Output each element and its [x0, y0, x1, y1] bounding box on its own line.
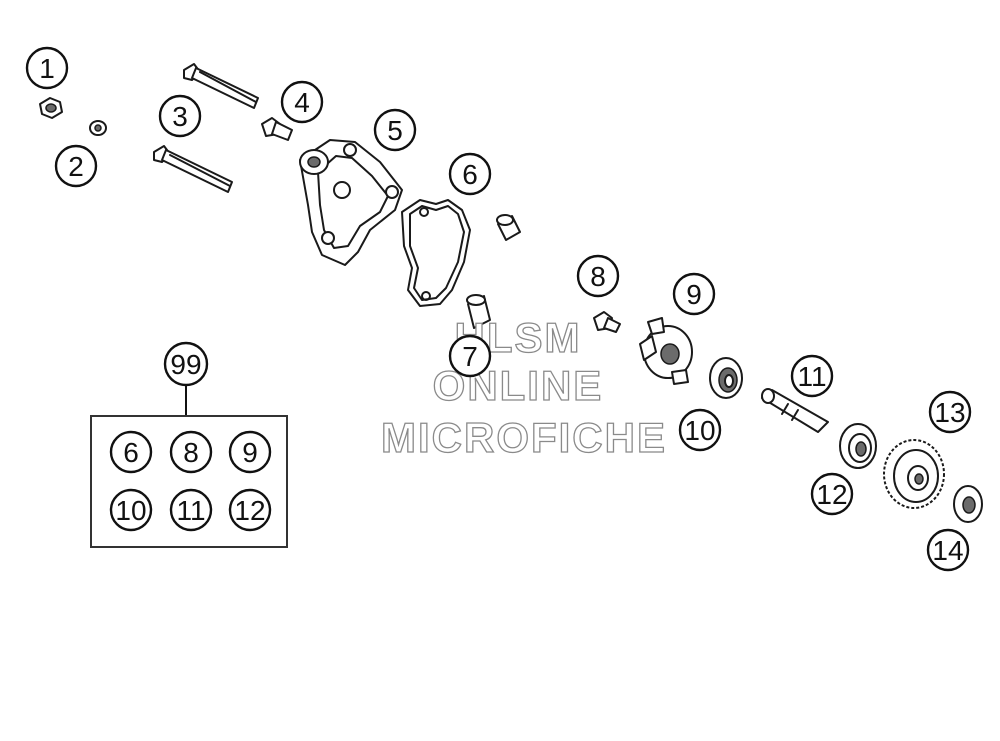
callout-3-label: 3 [172, 101, 188, 132]
kit-item-9-label: 9 [242, 437, 258, 468]
callout-7-label: 7 [462, 341, 478, 372]
kit-item-12[interactable]: 12 [228, 488, 272, 532]
callout-6[interactable]: 6 [448, 152, 492, 196]
watermark-line-3: MICROFICHE [381, 414, 667, 461]
part-9-impeller[interactable] [639, 317, 693, 385]
kit-item-6[interactable]: 6 [109, 430, 153, 474]
callout-11-label: 11 [797, 361, 826, 392]
callout-10[interactable]: 10 [678, 408, 722, 452]
part-11-shaft[interactable] [761, 388, 829, 433]
callout-99[interactable]: 99 [163, 341, 209, 387]
callout-4[interactable]: 4 [280, 80, 324, 124]
part-6-gasket[interactable] [401, 199, 471, 307]
callout-8-label: 8 [590, 261, 606, 292]
kit-item-12-label: 12 [234, 495, 265, 526]
callout-2[interactable]: 2 [54, 144, 98, 188]
callout-14[interactable]: 14 [926, 528, 970, 572]
callout-2-label: 2 [68, 151, 84, 182]
callout-12-label: 12 [816, 479, 847, 510]
kit-item-8[interactable]: 8 [169, 430, 213, 474]
part-13-gear[interactable] [883, 439, 945, 509]
kit-item-11-label: 11 [176, 495, 205, 526]
sleeve-upper[interactable] [496, 214, 521, 241]
kit-item-8-label: 8 [183, 437, 199, 468]
part-2-washer[interactable] [89, 120, 107, 136]
callout-3[interactable]: 3 [158, 94, 202, 138]
callout-13-label: 13 [934, 397, 965, 428]
callout-9[interactable]: 9 [672, 272, 716, 316]
kit-item-9[interactable]: 9 [228, 430, 272, 474]
watermark: HLSM ONLINE MICROFICHE [380, 313, 667, 461]
kit-item-11[interactable]: 11 [169, 488, 213, 532]
part-3-bolt-upper[interactable] [183, 63, 259, 109]
part-1-nut[interactable] [39, 97, 63, 119]
callout-12[interactable]: 12 [810, 472, 854, 516]
callout-5-label: 5 [387, 115, 403, 146]
kit-group[interactable]: 99 6 8 9 10 11 12 [90, 341, 288, 548]
callout-1[interactable]: 1 [25, 46, 69, 90]
part-8-screw[interactable] [593, 311, 621, 333]
callout-11[interactable]: 11 [790, 354, 834, 398]
part-4-short-bolt[interactable] [261, 117, 293, 141]
part-5-pump-cover[interactable] [299, 139, 403, 266]
callout-7[interactable]: 7 [448, 334, 492, 378]
part-3-bolt-lower[interactable] [153, 145, 233, 193]
callout-5[interactable]: 5 [373, 108, 417, 152]
callout-9-label: 9 [686, 279, 702, 310]
part-7-sleeve[interactable] [466, 294, 491, 329]
callout-13[interactable]: 13 [928, 390, 972, 434]
kit-item-10[interactable]: 10 [109, 488, 153, 532]
callout-99-label: 99 [170, 349, 201, 380]
part-10-seal[interactable] [709, 357, 743, 399]
kit-item-10-label: 10 [115, 495, 146, 526]
callout-6-label: 6 [462, 159, 478, 190]
part-14-washer[interactable] [953, 485, 983, 523]
callout-8[interactable]: 8 [576, 254, 620, 298]
kit-item-6-label: 6 [123, 437, 139, 468]
callout-4-label: 4 [294, 87, 310, 118]
callout-14-label: 14 [932, 535, 963, 566]
part-12-bearing[interactable] [839, 423, 877, 469]
callout-1-label: 1 [39, 53, 55, 84]
callout-10-label: 10 [684, 415, 715, 446]
